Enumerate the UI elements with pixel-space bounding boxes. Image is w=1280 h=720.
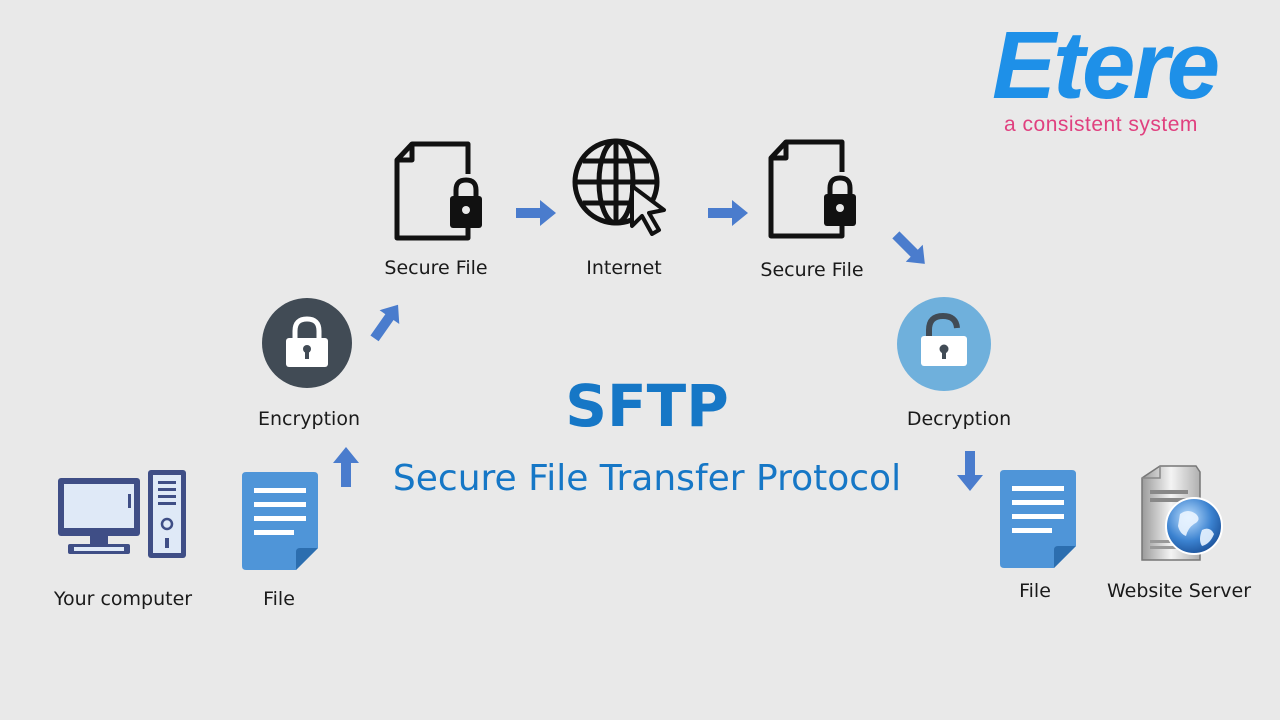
file-right-label: File bbox=[1019, 580, 1051, 602]
arrow-icon bbox=[370, 304, 400, 342]
server-globe-icon bbox=[1141, 465, 1223, 561]
encryption-label: Encryption bbox=[257, 408, 361, 430]
file-left-label: File bbox=[263, 588, 295, 610]
secure-file-left-label: Secure File bbox=[384, 257, 488, 279]
secure-file-right-label: Secure File bbox=[760, 259, 864, 281]
diagram-subtitle: Secure File Transfer Protocol bbox=[392, 458, 902, 499]
padlock-closed-icon bbox=[262, 298, 352, 388]
document-icon bbox=[1000, 470, 1076, 568]
globe-cursor-icon bbox=[572, 138, 666, 236]
arrow-icon bbox=[708, 200, 748, 226]
your-computer-label: Your computer bbox=[53, 588, 193, 610]
secure-file-icon bbox=[768, 139, 856, 239]
arrow-icon bbox=[333, 447, 359, 487]
website-server-label: Website Server bbox=[1106, 580, 1252, 602]
logo-tagline: a consistent system bbox=[1004, 113, 1198, 136]
decryption-label: Decryption bbox=[906, 408, 1012, 430]
arrow-icon bbox=[892, 231, 925, 264]
secure-file-icon bbox=[394, 141, 482, 241]
document-icon bbox=[242, 472, 318, 570]
logo-wordmark: Etere bbox=[992, 12, 1220, 119]
internet-label: Internet bbox=[586, 257, 662, 279]
padlock-open-icon bbox=[897, 297, 991, 391]
arrow-icon bbox=[516, 200, 556, 226]
diagram-title: SFTP bbox=[565, 372, 729, 440]
desktop-computer-icon bbox=[58, 470, 186, 558]
arrow-icon bbox=[957, 451, 983, 491]
